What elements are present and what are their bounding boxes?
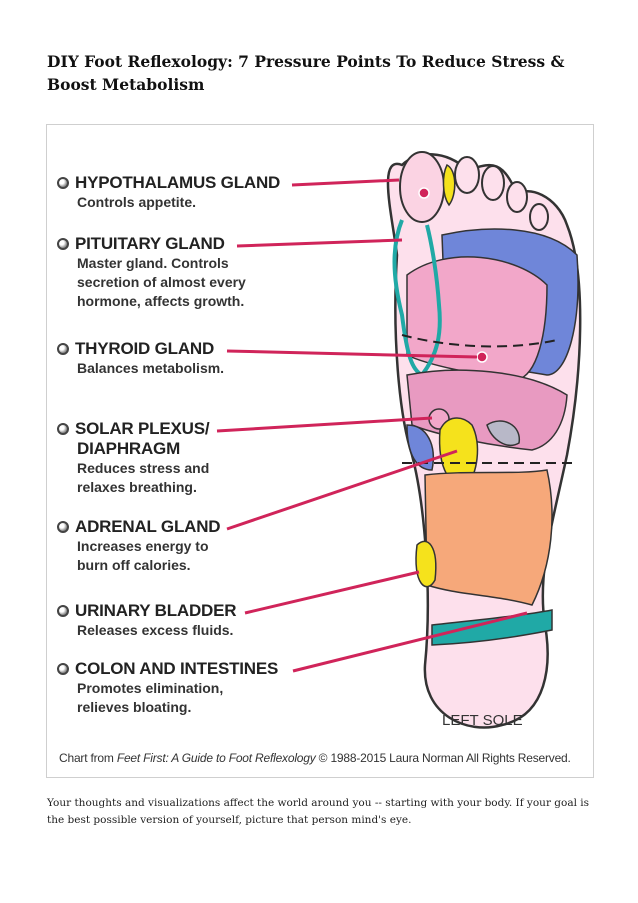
pointer-colon: [292, 611, 528, 673]
dashed-boundary: [401, 334, 558, 348]
bullet-icon: [57, 605, 69, 617]
yellow-bladder-zone: [415, 540, 437, 588]
thyroid-point: [476, 351, 488, 363]
page-title: DIY Foot Reflexology: 7 Pressure Points …: [47, 52, 565, 94]
label-bladder: URINARY BLADDER Releases excess fluids.: [57, 601, 237, 640]
toe-2: [454, 156, 480, 194]
chart-credit: Chart from Feet First: A Guide to Foot R…: [59, 751, 571, 765]
pointer-lines: [216, 178, 528, 673]
pointer-bladder: [244, 570, 420, 615]
pointer-pituitary: [236, 238, 403, 248]
bullet-icon: [57, 343, 69, 355]
bullet-icon: [57, 663, 69, 675]
big-toe: [399, 151, 445, 223]
pointer-hypothalamus: [291, 178, 400, 187]
label-adrenal: ADRENAL GLAND Increases energy to burn o…: [57, 517, 221, 575]
blue-kidney-zone: [406, 424, 434, 471]
label-hypothalamus: HYPOTHALAMUS GLAND Controls appetite.: [57, 173, 280, 212]
bullet-icon: [57, 177, 69, 189]
sole-label: LEFT SOLE: [442, 712, 523, 729]
pointer-solar-plexus: [216, 416, 433, 433]
body-paragraph: Your thoughts and visualizations affect …: [47, 797, 590, 826]
pointer-thyroid: [226, 349, 478, 359]
label-pituitary: PITUITARY GLAND Master gland. Controls s…: [57, 234, 246, 311]
orange-intestine-zone: [424, 469, 553, 606]
bullet-icon: [57, 521, 69, 533]
bullet-icon: [57, 238, 69, 250]
label-colon: COLON AND INTESTINES Promotes eliminatio…: [57, 659, 278, 717]
pink-ball-zone: [406, 256, 548, 381]
teal-heel-band: [431, 609, 553, 646]
bullet-icon: [57, 423, 69, 435]
label-thyroid: THYROID GLAND Balances metabolism.: [57, 339, 224, 378]
pointer-adrenal: [226, 449, 458, 531]
toe-4: [506, 181, 528, 213]
foot-illustration: [216, 151, 582, 729]
yellow-toe-zone: [442, 163, 456, 207]
hypothalamus-point: [418, 187, 430, 199]
grey-zone: [486, 420, 520, 446]
label-solar-plexus: SOLAR PLEXUS/ DIAPHRAGM Reduces stress a…: [57, 419, 210, 497]
toe-5: [529, 203, 549, 231]
toe-3: [481, 165, 505, 201]
reflexology-chart: HYPOTHALAMUS GLAND Controls appetite. PI…: [46, 124, 594, 778]
